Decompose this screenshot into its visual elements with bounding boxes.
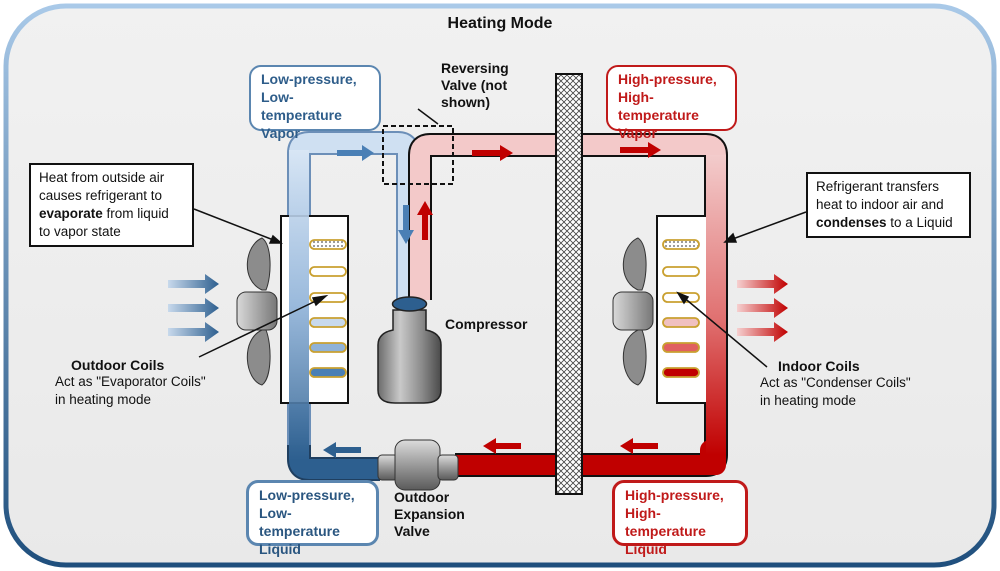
indoor-coils-desc-1: Act as "Condenser Coils": [760, 375, 911, 390]
indoor-fan: [612, 237, 654, 386]
high-vapor-line-3: Vapor: [618, 125, 657, 141]
low-vapor-line-3: Vapor: [261, 125, 300, 141]
expansion-valve-label: Outdoor Expansion Valve: [394, 489, 465, 540]
diagram-title: Heating Mode: [447, 15, 553, 32]
outside-air-arrows: [168, 274, 219, 342]
expansion-valve: [377, 439, 459, 491]
indoor-coils-label: Indoor Coils Act as "Condenser Coils" in…: [760, 358, 911, 410]
high-liquid-line-2: High-temperature: [625, 505, 706, 539]
flow-arrows: [323, 142, 661, 458]
condenses-keyword: condenses: [816, 215, 887, 230]
indoor-coils-desc-2: in heating mode: [760, 393, 857, 408]
expansion-valve-line-2: Expansion: [394, 506, 465, 522]
high-pressure-vapor-label: High-pressure, High-temperature Vapor: [606, 65, 737, 141]
high-pressure-liquid-label: High-pressure, High-temperature Liquid: [612, 480, 748, 557]
outdoor-coils-label: Outdoor Coils Act as "Evaporator Coils" …: [55, 357, 206, 409]
low-vapor-line-1: Low-pressure,: [261, 71, 357, 87]
condense-note: Refrigerant transfers heat to indoor air…: [806, 172, 971, 238]
condense-note-line-3-rest: to a Liquid: [886, 215, 953, 230]
high-vapor-line-2: High-temperature: [618, 89, 699, 123]
wall-front: [555, 73, 583, 495]
expansion-valve-line-3: Valve: [394, 523, 430, 539]
condense-note-line-1: Refrigerant transfers: [816, 179, 940, 194]
low-pressure-liquid-label: Low-pressure, Low-temperature Liquid: [246, 480, 379, 557]
outdoor-coils-desc-2: in heating mode: [55, 392, 152, 407]
low-vapor-line-2: Low-temperature: [261, 89, 342, 123]
indoor-coil-unit: [656, 155, 726, 455]
reversing-valve-line-1: Reversing: [441, 60, 509, 76]
evaporate-note: Heat from outside air causes refrigerant…: [29, 163, 194, 247]
outdoor-coils-title: Outdoor Coils: [71, 357, 165, 373]
reversing-valve-label: Reversing Valve (not shown): [441, 60, 509, 111]
high-liquid-line-3: Liquid: [625, 541, 667, 557]
high-vapor-line-1: High-pressure,: [618, 71, 717, 87]
indoor-air-arrows: [737, 274, 788, 342]
evaporate-note-line-4: to vapor state: [39, 224, 121, 239]
reversing-valve-line-2: Valve (not: [441, 77, 508, 93]
low-liquid-line-2: Low-temperature: [259, 505, 340, 539]
compressor: [377, 296, 442, 404]
outdoor-coils-desc-1: Act as "Evaporator Coils": [55, 374, 206, 389]
outer-frame: [3, 3, 997, 568]
reversing-valve-line-3: shown): [441, 94, 490, 110]
low-pressure-vapor-label: Low-pressure, Low-temperature Vapor: [249, 65, 381, 141]
low-liquid-line-3: Liquid: [259, 541, 301, 557]
high-liquid-line-1: High-pressure,: [625, 487, 724, 503]
expansion-valve-line-1: Outdoor: [394, 489, 450, 505]
outdoor-fan: [236, 237, 278, 386]
evaporate-note-line-3: evaporate from liquid: [39, 205, 184, 223]
condense-note-line-3: condenses to a Liquid: [816, 214, 961, 232]
indoor-coils-title: Indoor Coils: [778, 358, 860, 374]
reversing-valve-box: [382, 125, 454, 185]
low-liquid-line-1: Low-pressure,: [259, 487, 355, 503]
condense-note-line-2: heat to indoor air and: [816, 197, 944, 212]
evaporate-note-line-3-rest: from liquid: [102, 206, 169, 221]
evaporate-note-line-2: causes refrigerant to: [39, 188, 163, 203]
evaporate-keyword: evaporate: [39, 206, 103, 221]
compressor-label: Compressor: [445, 316, 528, 332]
evaporate-note-line-1: Heat from outside air: [39, 170, 165, 185]
leader-lines: [193, 108, 807, 368]
